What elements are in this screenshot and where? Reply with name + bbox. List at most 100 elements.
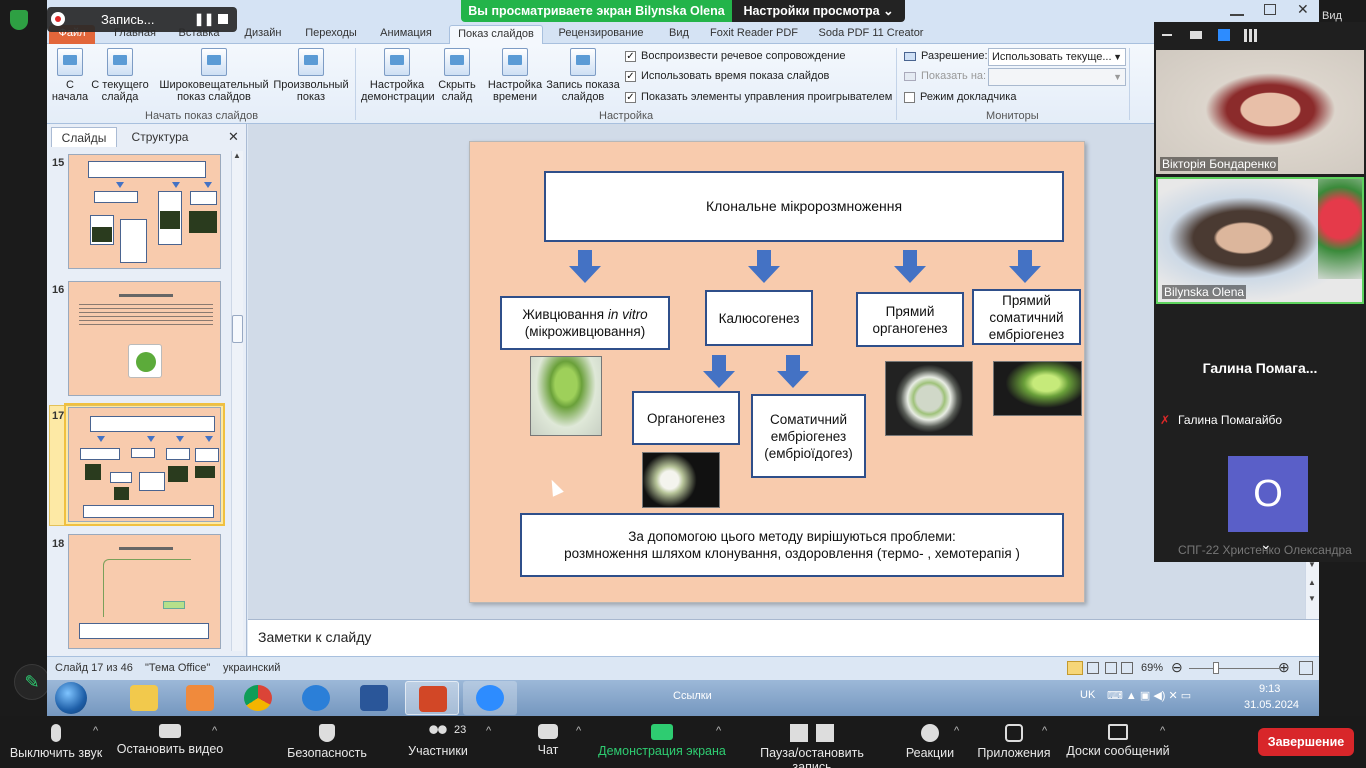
zoom-slider[interactable] [1189,668,1279,669]
whiteboards-button[interactable]: Доски сообщений [1064,724,1172,758]
from-current-button[interactable]: С текущего слайда [91,48,149,103]
taskbar-ie[interactable] [289,681,343,715]
slide-canvas[interactable]: Клональне мікророзмноження Живцювання in… [469,141,1085,603]
tab-soda[interactable]: Soda PDF 11 Creator [818,27,924,39]
presenter-view-checkbox[interactable]: Режим докладчика [904,91,1016,103]
slide-thumbnail-17[interactable] [64,403,225,526]
mute-button[interactable]: Выключить звук [4,724,108,760]
broadcast-button[interactable]: Широковещательный показ слайдов [159,48,269,103]
tab-animation[interactable]: Анимация [380,27,432,39]
shield-icon[interactable] [10,10,28,30]
notes-pane[interactable]: Заметки к слайду [248,619,1319,656]
resolution-dropdown[interactable]: Использовать текуще...▼ [988,48,1126,66]
tab-slideshow[interactable]: Показ слайдов [449,25,543,44]
audio-options-chevron[interactable]: ^ [93,725,99,737]
security-button[interactable]: Безопасность [282,724,372,760]
close-panel-icon[interactable]: ✕ [228,129,239,144]
restore-window-button[interactable] [1264,4,1276,15]
recording-controls-button[interactable]: Пауза/остановить запись [740,724,884,768]
tab-view[interactable]: Вид [669,27,689,39]
slide-thumbnail-16[interactable] [68,281,221,396]
editor-scrollbar[interactable]: ▼ ▲ ▼ [1305,556,1319,619]
speaker-view-icon[interactable] [1218,29,1230,41]
record-show-button[interactable]: Запись показа слайдов [545,48,621,103]
reactions-button[interactable]: Реакции [902,724,958,760]
chat-options-chevron[interactable]: ^ [576,725,582,737]
tray-icons[interactable]: ⌨ ▲ ▣ ◀) ✕ ▭ [1107,690,1192,702]
checkbox-checked[interactable]: ✓ [625,70,636,82]
participant-tile-3[interactable]: Галина Помага... ✗ Галина Помагайбо [1156,308,1364,430]
language-indicator[interactable]: UK [1080,689,1096,701]
minimize-window-button[interactable] [1230,4,1244,16]
pause-icon[interactable]: ❚❚ [194,12,215,26]
taskbar-zoom[interactable] [463,681,517,715]
end-meeting-button[interactable]: Завершение [1258,728,1354,756]
gallery-grid-icon[interactable] [1244,29,1257,42]
participant-tile-2[interactable]: Bilynska Olena [1156,177,1364,304]
zoom-slider-thumb[interactable] [1213,662,1219,674]
tab-foxit[interactable]: Foxit Reader PDF [709,27,799,39]
thumbnail-view-icon[interactable] [1190,31,1202,39]
recording-indicator[interactable]: Запись... ❚❚ [47,7,237,32]
chevron-down-icon[interactable]: ⌄ [1260,536,1272,552]
clock-time[interactable]: 9:13 [1259,683,1281,695]
stop-icon[interactable] [218,14,228,24]
use-timings-checkbox[interactable]: ✓Использовать время показа слайдов [625,70,829,82]
taskbar-explorer[interactable] [117,681,171,715]
next-slide-icon[interactable]: ▼ [1308,594,1316,603]
tab-transitions[interactable]: Переходы [305,27,357,39]
slideshow-view-icon[interactable] [1121,662,1133,674]
fit-window-icon[interactable] [1299,661,1313,675]
participants-options-chevron[interactable]: ^ [486,725,492,737]
reading-view-icon[interactable] [1105,662,1117,674]
links-toolbar[interactable]: Ссылки [673,690,712,702]
tab-slides[interactable]: Слайды [51,127,117,147]
apps-options-chevron[interactable]: ^ [1042,725,1048,737]
slide-thumbnail-15[interactable] [68,154,221,269]
participant-tile-4[interactable]: О СПГ-22 Христенко Олександра ⌄ [1156,436,1364,560]
video-options-chevron[interactable]: ^ [212,725,218,737]
view-options-button[interactable]: Настройки просмотра ⌄ [732,0,905,22]
tab-review[interactable]: Рецензирование [558,27,644,39]
share-screen-button[interactable]: Демонстрация экрана [598,724,726,758]
video-button[interactable]: Остановить видео [114,724,226,756]
custom-show-button[interactable]: Произвольный показ [271,48,351,103]
slides-scrollbar[interactable]: ▲ [231,151,243,651]
apps-button[interactable]: Приложения [974,724,1054,760]
sorter-view-icon[interactable] [1087,662,1099,674]
prev-slide-icon[interactable]: ▲ [1308,578,1316,587]
share-options-chevron[interactable]: ^ [716,725,722,737]
taskbar-word[interactable] [347,681,401,715]
taskbar-chrome[interactable] [231,681,285,715]
reactions-options-chevron[interactable]: ^ [954,725,960,737]
normal-view-icon[interactable] [1067,661,1083,675]
scroll-thumb[interactable] [232,315,243,343]
scroll-down-icon[interactable]: ▼ [1308,560,1316,569]
setup-show-button[interactable]: Настройка демонстрации [361,48,435,103]
checkbox-unchecked[interactable] [904,91,915,103]
rehearse-timings-button[interactable]: Настройка времени [487,48,543,103]
taskbar-powerpoint[interactable] [405,681,459,715]
close-window-button[interactable]: ✕ [1297,1,1309,17]
checkbox-checked[interactable]: ✓ [625,50,636,62]
view-label[interactable]: Вид [1322,10,1342,22]
zoom-out-icon[interactable]: ⊖ [1171,659,1183,675]
participant-tile-1[interactable]: Вікторія Бондаренко [1156,50,1364,174]
clock-date[interactable]: 31.05.2024 [1244,699,1300,711]
scroll-up-icon[interactable]: ▲ [233,151,241,160]
play-narrations-checkbox[interactable]: ✓Воспроизвести речевое сопровождение [625,50,846,62]
whiteboards-options-chevron[interactable]: ^ [1160,725,1166,737]
hide-slide-button[interactable]: Скрыть слайд [437,48,477,103]
participants-button[interactable]: Участники [404,724,472,758]
from-beginning-button[interactable]: С начала [51,48,89,103]
start-button[interactable] [55,682,87,714]
minimize-gallery-icon[interactable] [1162,34,1172,36]
zoom-in-icon[interactable]: ⊕ [1278,659,1290,675]
pen-annotate-icon[interactable]: ✎ [14,664,50,700]
checkbox-checked[interactable]: ✓ [625,91,636,103]
tab-outline[interactable]: Структура [131,130,189,144]
taskbar-media[interactable] [173,681,227,715]
show-media-controls-checkbox[interactable]: ✓Показать элементы управления проигрыват… [625,91,892,103]
chat-button[interactable]: Чат [526,724,570,757]
slide-thumbnail-18[interactable] [68,534,221,649]
